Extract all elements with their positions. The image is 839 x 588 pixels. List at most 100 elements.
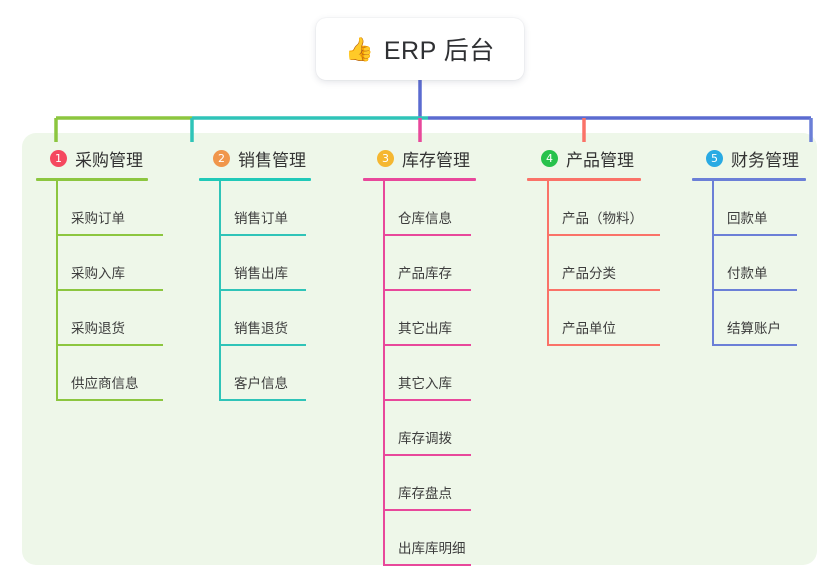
column-header-4[interactable]: 4 产品管理	[527, 145, 641, 171]
list-item-label: 结算账户	[727, 321, 781, 336]
list-item[interactable]: 库存盘点	[363, 456, 476, 511]
column-badge: 3	[377, 149, 394, 167]
list-item-rule	[56, 234, 163, 236]
list-item-rule	[383, 234, 471, 236]
column-采购管理: 1 采购管理采购订单采购入库采购退货供应商信息	[36, 145, 163, 401]
list-item-rule	[56, 399, 163, 401]
column-title: 销售管理	[238, 150, 306, 170]
column-财务管理: 5 财务管理回款单付款单结算账户	[692, 145, 806, 346]
list-item-label: 产品库存	[398, 266, 452, 281]
list-item-rule	[383, 509, 471, 511]
list-item-label: 其它出库	[398, 321, 452, 336]
column-header-1[interactable]: 1 采购管理	[36, 145, 148, 171]
column-header-5[interactable]: 5 财务管理	[692, 145, 806, 171]
column-items: 回款单付款单结算账户	[692, 181, 806, 346]
list-item-label: 出库库明细	[398, 541, 466, 556]
list-item-label: 仓库信息	[398, 211, 452, 226]
list-item[interactable]: 仓库信息	[363, 181, 476, 236]
list-item-label: 客户信息	[234, 376, 288, 391]
list-item[interactable]: 产品单位	[527, 291, 660, 346]
column-header-2[interactable]: 2 销售管理	[199, 145, 311, 171]
list-item-label: 回款单	[727, 211, 768, 226]
list-item[interactable]: 出库库明细	[363, 511, 476, 566]
list-item-rule	[56, 344, 163, 346]
list-item-rule	[547, 344, 660, 346]
column-stem	[383, 181, 385, 566]
root-title: ERP 后台	[383, 37, 495, 65]
list-item-label: 库存盘点	[398, 486, 452, 501]
list-item-label: 产品分类	[562, 266, 616, 281]
list-item[interactable]: 销售退货	[199, 291, 311, 346]
column-rule	[527, 178, 641, 181]
list-item[interactable]: 付款单	[692, 236, 806, 291]
list-item-rule	[219, 399, 306, 401]
list-item-label: 采购订单	[71, 211, 125, 226]
column-title: 财务管理	[731, 150, 799, 170]
list-item-label: 产品（物料）	[562, 211, 643, 226]
column-badge: 5	[706, 149, 723, 167]
list-item[interactable]: 回款单	[692, 181, 806, 236]
list-item[interactable]: 其它入库	[363, 346, 476, 401]
list-item-rule	[383, 399, 471, 401]
list-item[interactable]: 其它出库	[363, 291, 476, 346]
column-header-3[interactable]: 3 库存管理	[363, 145, 476, 171]
list-item-label: 付款单	[727, 266, 768, 281]
column-title: 库存管理	[402, 150, 470, 170]
list-item-label: 库存调拨	[398, 431, 452, 446]
list-item-label: 销售出库	[234, 266, 288, 281]
list-item-rule	[547, 289, 660, 291]
column-rule	[199, 178, 311, 181]
list-item-label: 采购入库	[71, 266, 125, 281]
diagram-panel	[22, 133, 817, 565]
list-item-rule	[219, 289, 306, 291]
list-item[interactable]: 销售出库	[199, 236, 311, 291]
list-item[interactable]: 产品（物料）	[527, 181, 660, 236]
list-item-rule	[383, 289, 471, 291]
list-item-label: 销售订单	[234, 211, 288, 226]
list-item-label: 销售退货	[234, 321, 288, 336]
column-title: 产品管理	[566, 150, 634, 170]
list-item-rule	[219, 344, 306, 346]
list-item-rule	[712, 344, 797, 346]
list-item[interactable]: 库存调拨	[363, 401, 476, 456]
list-item-rule	[56, 289, 163, 291]
column-title: 采购管理	[75, 150, 143, 170]
column-rule	[692, 178, 806, 181]
list-item[interactable]: 产品分类	[527, 236, 660, 291]
column-items: 产品（物料） 产品分类产品单位	[527, 181, 660, 346]
column-badge: 2	[213, 149, 230, 167]
list-item-rule	[547, 234, 660, 236]
column-stem	[547, 181, 549, 346]
list-item[interactable]: 结算账户	[692, 291, 806, 346]
root-node[interactable]: 👍 ERP 后台	[316, 18, 524, 80]
list-item-label: 采购退货	[71, 321, 125, 336]
list-item-rule	[383, 564, 471, 566]
list-item[interactable]: 销售订单	[199, 181, 311, 236]
list-item[interactable]: 采购入库	[36, 236, 163, 291]
list-item-rule	[219, 234, 306, 236]
column-stem	[56, 181, 58, 401]
thumbs-up-icon: 👍	[345, 35, 374, 62]
column-产品管理: 4 产品管理产品（物料） 产品分类产品单位	[527, 145, 660, 346]
column-items: 销售订单销售出库销售退货客户信息	[199, 181, 311, 401]
column-销售管理: 2 销售管理销售订单销售出库销售退货客户信息	[199, 145, 311, 401]
list-item-rule	[383, 454, 471, 456]
column-rule	[36, 178, 148, 181]
list-item-label: 其它入库	[398, 376, 452, 391]
list-item[interactable]: 供应商信息	[36, 346, 163, 401]
list-item[interactable]: 客户信息	[199, 346, 311, 401]
column-stem	[712, 181, 714, 346]
column-rule	[363, 178, 476, 181]
list-item-label: 供应商信息	[71, 376, 139, 391]
column-stem	[219, 181, 221, 401]
list-item-rule	[712, 289, 797, 291]
column-badge: 4	[541, 149, 558, 167]
column-items: 采购订单采购入库采购退货供应商信息	[36, 181, 163, 401]
list-item[interactable]: 采购退货	[36, 291, 163, 346]
list-item-rule	[712, 234, 797, 236]
list-item-rule	[383, 344, 471, 346]
list-item[interactable]: 产品库存	[363, 236, 476, 291]
column-库存管理: 3 库存管理仓库信息产品库存其它出库其它入库库存调拨库存盘点出库库明细	[363, 145, 476, 566]
column-badge: 1	[50, 149, 67, 167]
list-item[interactable]: 采购订单	[36, 181, 163, 236]
